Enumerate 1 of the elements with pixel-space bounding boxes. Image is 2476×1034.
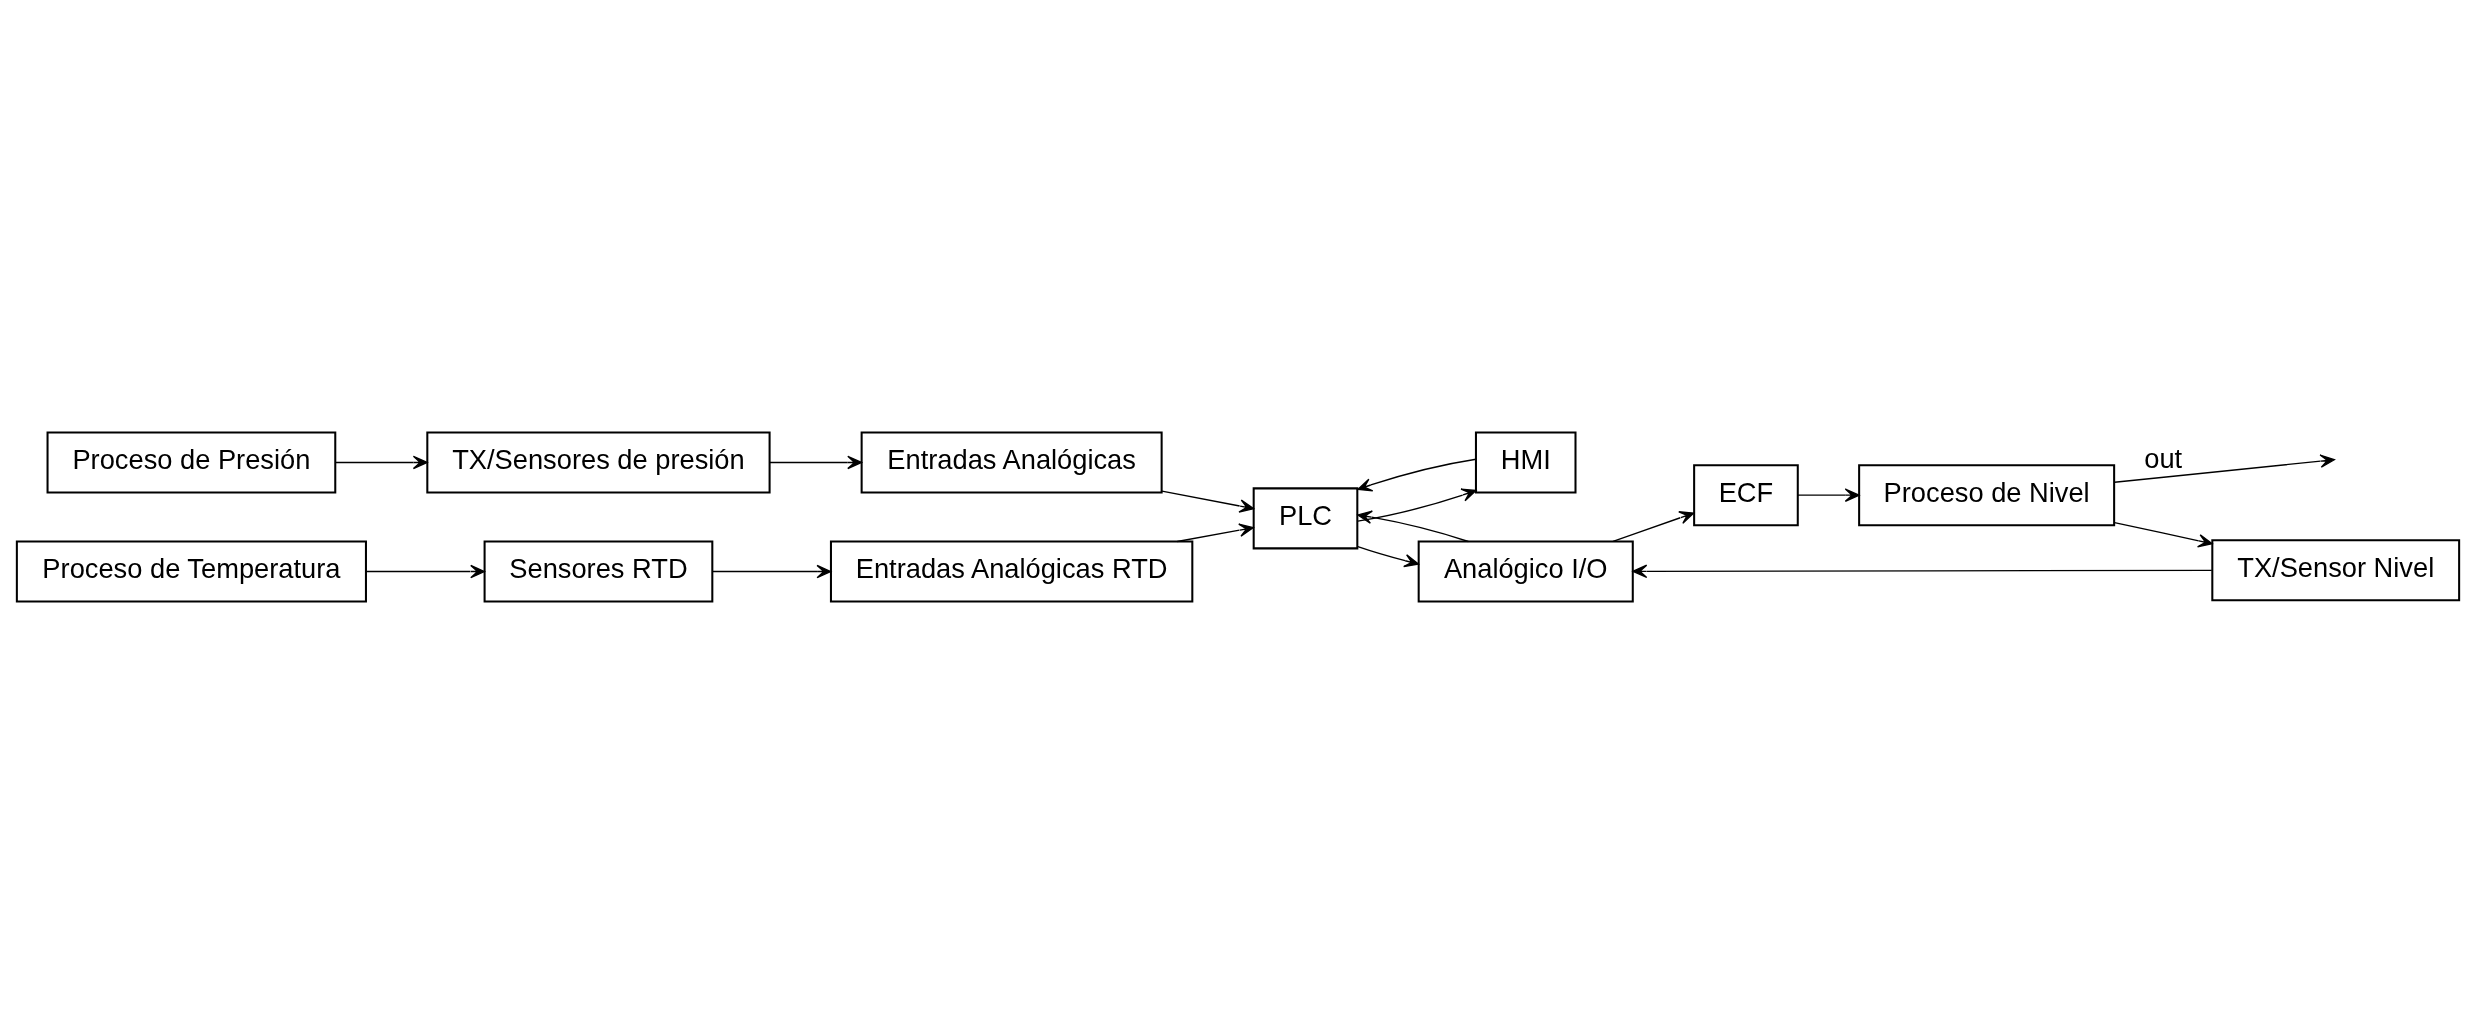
edge-label: out: [2144, 442, 2183, 474]
